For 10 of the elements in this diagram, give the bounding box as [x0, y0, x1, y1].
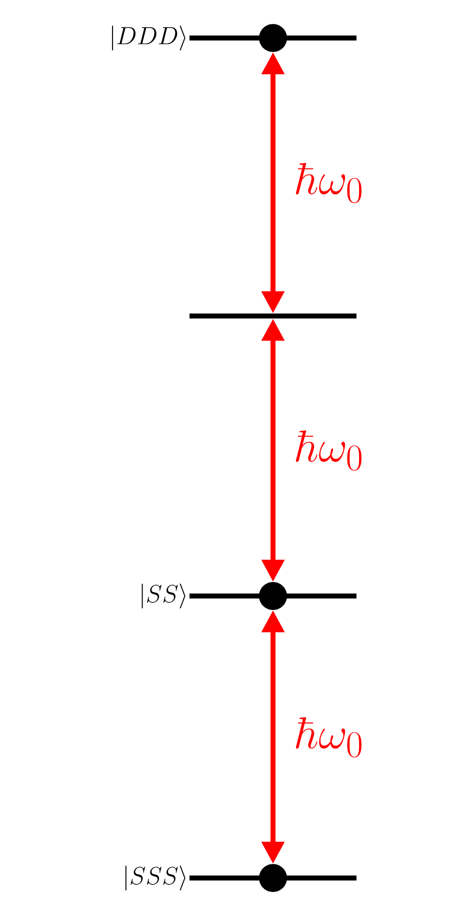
node-label: $|SSS\rangle$ — [125, 866, 186, 890]
edge-label: $\hbar\omega_0$ — [296, 717, 362, 758]
edge-label: $\hbar\omega_0$ — [296, 162, 362, 204]
state-dot — [259, 582, 287, 610]
node-label: $|DDD\rangle$ — [112, 26, 186, 50]
node-label: $|SS\rangle$ — [142, 584, 186, 608]
energy-level — [190, 314, 356, 318]
edge-label: $\hbar\omega_0$ — [296, 430, 362, 471]
state-dot — [259, 24, 287, 52]
state-dot — [259, 864, 287, 892]
